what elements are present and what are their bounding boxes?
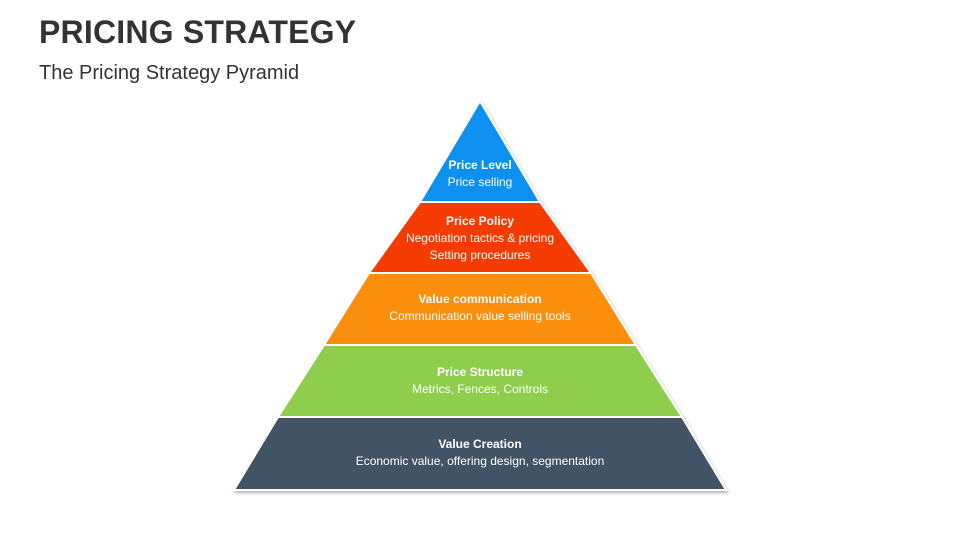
- page-title: PRICING STRATEGY: [39, 14, 357, 50]
- tier-description: Economic value, offering design, segment…: [355, 454, 605, 468]
- tier-title: Value communication: [418, 292, 542, 306]
- pyramid-tier-1-text: Price Level Price selling: [330, 157, 630, 191]
- tier-title: Price Level: [448, 158, 512, 172]
- pyramid-tier-4-text: Price Structure Metrics, Fences, Control…: [330, 364, 630, 398]
- tier-description: Metrics, Fences, Controls: [411, 382, 549, 396]
- pyramid-tier-3-text: Value communication Communication value …: [330, 291, 630, 325]
- tier-description: Setting procedures: [429, 248, 531, 262]
- tier-title: Price Policy: [445, 214, 515, 228]
- tier-title: Price Structure: [436, 365, 524, 379]
- tier-description: Communication value selling tools: [389, 309, 571, 323]
- page-subtitle: The Pricing Strategy Pyramid: [39, 62, 300, 84]
- tier-description: Price selling: [447, 175, 513, 189]
- tier-title: Value Creation: [438, 437, 522, 451]
- pyramid-tier-5-shape: [232, 416, 728, 491]
- tier-description: Negotiation tactics & pricing: [405, 231, 555, 245]
- pyramid-tier-2-text: Price Policy Negotiation tactics & prici…: [330, 213, 630, 264]
- pyramid-tier-5-text: Value Creation Economic value, offering …: [330, 436, 630, 470]
